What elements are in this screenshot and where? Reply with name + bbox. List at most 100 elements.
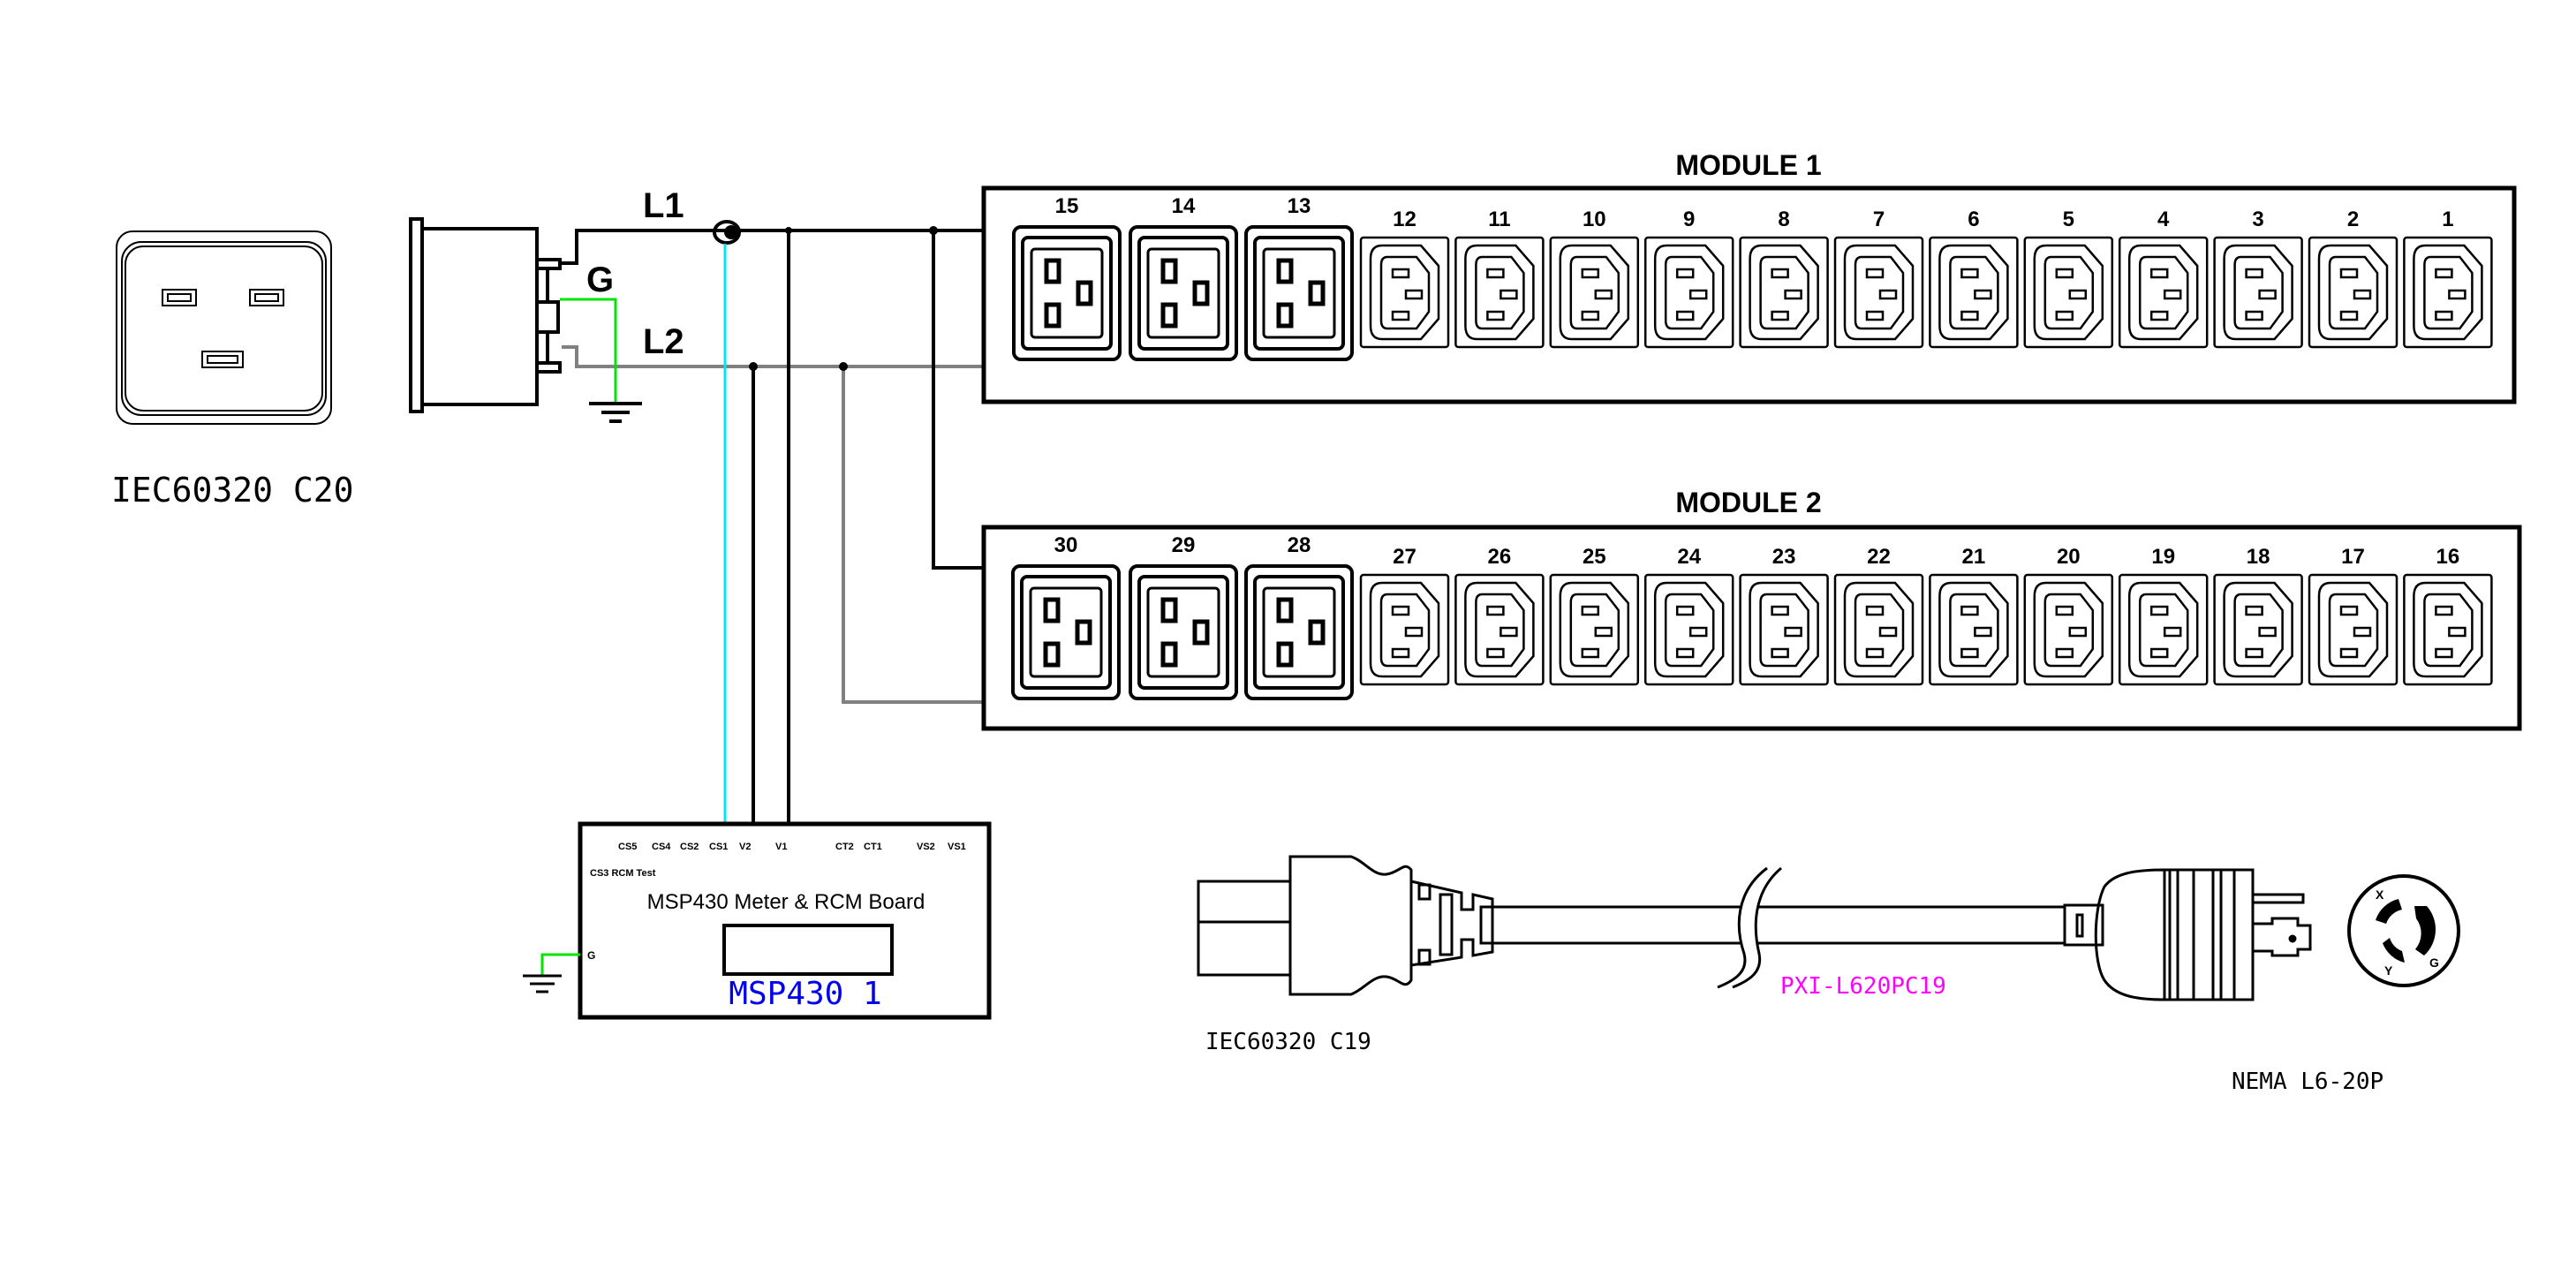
- outlet-27[interactable]: 27: [1359, 545, 1450, 686]
- l1-junction-dot: [929, 226, 938, 235]
- outlet-17[interactable]: 17: [2308, 545, 2398, 686]
- outlet-10[interactable]: 10: [1549, 208, 1640, 349]
- nema-plug-label: NEMA L6-20P: [2232, 1069, 2383, 1095]
- c20-socket-icon: [116, 230, 332, 425]
- ground-wire: [560, 298, 617, 404]
- outlet-5[interactable]: 5: [2023, 208, 2114, 349]
- module2-l2-feed: [842, 366, 984, 704]
- module-2: MODULE 2 30 29 28 27 26 25 24 23 22 21 20 19 18 17 16: [981, 487, 2522, 731]
- outlet-23[interactable]: 23: [1739, 545, 1829, 686]
- outlet-20[interactable]: 20: [2023, 545, 2114, 686]
- outlet-number: 7: [1873, 208, 1885, 231]
- ground-label: G: [586, 261, 614, 299]
- outlet-8[interactable]: 8: [1739, 208, 1829, 349]
- module-title: MODULE 2: [1675, 487, 1821, 518]
- outlet-number: 27: [1393, 545, 1416, 569]
- outlet-29[interactable]: 29: [1129, 533, 1238, 700]
- pin-ground: G: [587, 949, 595, 962]
- outlet-number: 9: [1683, 208, 1695, 231]
- outlet-number: 4: [2157, 208, 2170, 231]
- outlet-14[interactable]: 14: [1129, 194, 1238, 361]
- c20-socket-label: IEC60320 C20: [111, 471, 354, 510]
- outlet-1[interactable]: 1: [2403, 208, 2493, 349]
- nema-l6-20p-plug-icon: [2063, 868, 2312, 1001]
- outlet-number: 25: [1583, 545, 1606, 569]
- power-cable: [1492, 905, 2065, 945]
- outlet-number: 5: [2063, 208, 2074, 231]
- outlet-16[interactable]: 16: [2403, 545, 2493, 686]
- pin-v1: V1: [775, 842, 787, 852]
- outlet-number: 21: [1962, 545, 1986, 569]
- outlet-number: 17: [2341, 545, 2365, 569]
- outlet-number: 23: [1772, 545, 1796, 569]
- cable-break-icon: [1717, 866, 1782, 989]
- meter-board-title: MSP430 Meter & RCM Board: [647, 890, 925, 914]
- outlet-11[interactable]: 11: [1454, 208, 1545, 349]
- outlet-number: 13: [1288, 194, 1311, 218]
- face-pin-g: G: [2429, 956, 2439, 970]
- face-pin-y: Y: [2384, 963, 2393, 978]
- outlet-number: 16: [2436, 545, 2460, 569]
- outlet-19[interactable]: 19: [2118, 545, 2209, 686]
- inlet-connector-icon: [409, 217, 562, 413]
- module-title: MODULE 1: [1675, 149, 1821, 181]
- module-1: MODULE 1 15 14 13 12 11 10 9 8 7 6 5 4 3 2 1: [981, 149, 2517, 404]
- outlet-number: 20: [2057, 545, 2081, 569]
- pin-cs3-rcm-test: CS3 RCM Test: [590, 868, 656, 879]
- module2-l1-feed: [932, 230, 984, 570]
- outlet-number: 6: [1968, 208, 1979, 231]
- outlet-number: 8: [1778, 208, 1789, 231]
- nema-l6-20p-face-icon: X Y G: [2347, 874, 2460, 987]
- outlet-number: 2: [2347, 208, 2359, 231]
- outlet-25[interactable]: 25: [1549, 545, 1640, 686]
- outlet-12[interactable]: 12: [1359, 208, 1450, 349]
- pin-cs5: CS5: [618, 842, 637, 852]
- outlet-30[interactable]: 30: [1011, 533, 1121, 700]
- l1-label: L1: [643, 186, 684, 225]
- outlet-number: 29: [1172, 533, 1196, 557]
- board-ground-wire: [540, 953, 580, 976]
- outlet-number: 30: [1054, 533, 1078, 557]
- face-pin-x: X: [2376, 888, 2384, 902]
- outlet-number: 24: [1677, 545, 1701, 569]
- pin-v2: V2: [739, 842, 751, 852]
- pin-cs1: CS1: [709, 842, 728, 852]
- pin-ct2: CT2: [835, 842, 854, 852]
- outlet-number: 1: [2442, 208, 2453, 231]
- outlet-number: 12: [1393, 208, 1416, 231]
- outlet-15[interactable]: 15: [1012, 194, 1122, 361]
- l1-wire: [562, 229, 984, 265]
- outlet-number: 18: [2247, 545, 2270, 569]
- outlet-number: 26: [1488, 545, 1512, 569]
- pin-cs2: CS2: [680, 842, 699, 852]
- outlet-number: 3: [2252, 208, 2263, 231]
- l2-junction-dot: [839, 362, 848, 371]
- outlet-number: 11: [1488, 208, 1510, 231]
- ground-symbol-icon: [589, 402, 642, 423]
- outlet-22[interactable]: 22: [1833, 545, 1924, 686]
- board-ground-symbol-icon: [523, 974, 562, 993]
- outlet-28[interactable]: 28: [1244, 533, 1354, 700]
- outlet-26[interactable]: 26: [1454, 545, 1545, 686]
- outlet-4[interactable]: 4: [2118, 208, 2209, 349]
- meter-board-display: [722, 924, 894, 976]
- outlet-13[interactable]: 13: [1244, 194, 1354, 361]
- outlet-number: 22: [1867, 545, 1891, 569]
- c19-plug-label: IEC60320 C19: [1205, 1029, 1371, 1055]
- outlet-21[interactable]: 21: [1929, 545, 2019, 686]
- outlet-18[interactable]: 18: [2213, 545, 2303, 686]
- v2-junction-dot: [749, 362, 758, 371]
- outlet-number: 28: [1288, 533, 1311, 557]
- outlet-24[interactable]: 24: [1643, 545, 1734, 686]
- outlet-9[interactable]: 9: [1643, 208, 1734, 349]
- l2-label: L2: [643, 322, 684, 361]
- outlet-3[interactable]: 3: [2213, 208, 2303, 349]
- pin-cs4: CS4: [652, 842, 671, 852]
- outlet-6[interactable]: 6: [1929, 208, 2019, 349]
- c19-plug-icon: [1197, 855, 1494, 996]
- outlet-2[interactable]: 2: [2308, 208, 2398, 349]
- outlet-number: 14: [1172, 194, 1196, 218]
- outlet-7[interactable]: 7: [1833, 208, 1924, 349]
